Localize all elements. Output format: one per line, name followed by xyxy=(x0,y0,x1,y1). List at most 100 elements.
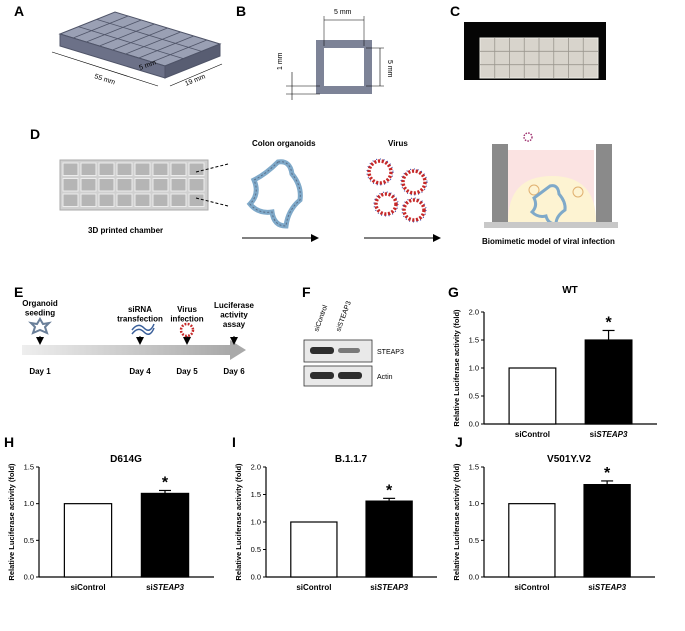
infection-model-schematic xyxy=(484,132,618,228)
virus-icon-small xyxy=(179,322,195,338)
y-axis-label: Relative Luciferase activity (fold) xyxy=(7,463,16,581)
dim-wall: 1 mm xyxy=(277,52,284,70)
chamber-well xyxy=(152,162,169,176)
y-axis-label: Relative Luciferase activity (fold) xyxy=(452,309,461,427)
organoids-label: Colon organoids xyxy=(252,139,316,148)
grid-line xyxy=(125,31,181,55)
x-tick-label: siSTEAP3 xyxy=(370,583,408,592)
y-tick-label: 0.0 xyxy=(24,573,34,582)
chamber-well xyxy=(80,162,97,176)
chamber-well xyxy=(152,193,169,207)
significance-marker: * xyxy=(386,482,393,499)
virus-particles xyxy=(366,158,428,223)
timeline-step-label: assay xyxy=(223,320,246,329)
timeline-step-label: Organoid xyxy=(22,299,58,308)
bar xyxy=(508,503,556,578)
chamber-well xyxy=(188,178,205,192)
grid-line xyxy=(72,15,129,39)
significance-marker: * xyxy=(604,465,611,482)
grid-line xyxy=(112,27,168,51)
timeline xyxy=(22,340,246,360)
y-tick-label: 0.0 xyxy=(251,573,261,582)
chamber-well xyxy=(98,162,115,176)
y-tick-label: 1.5 xyxy=(469,463,479,472)
chamber-well xyxy=(80,193,97,207)
y-tick-label: 2.0 xyxy=(251,463,261,472)
timeline-day-label: Day 5 xyxy=(176,367,198,376)
grid-line xyxy=(86,19,142,43)
western-blot xyxy=(303,339,373,387)
chamber-well xyxy=(116,178,133,192)
lane-label-sisteap3: siSTEAP3 xyxy=(335,300,353,332)
well-schematic: 5 mm 5 mm 1 mm xyxy=(277,9,393,100)
timeline-step-label: seeding xyxy=(25,309,55,318)
y-tick-label: 0.0 xyxy=(469,573,479,582)
timeline-day-label: Day 4 xyxy=(129,367,151,376)
panel-label-e: E xyxy=(14,284,23,300)
panel-label-c: C xyxy=(450,3,460,19)
y-tick-label: 1.0 xyxy=(469,364,479,373)
y-tick-label: 1.0 xyxy=(469,499,479,508)
chart-title: V501Y.V2 xyxy=(547,454,591,465)
dim-inner-width: 5 mm xyxy=(334,9,352,16)
panel-label-g: G xyxy=(448,284,459,300)
virus-particle xyxy=(373,191,399,217)
y-tick-label: 0.5 xyxy=(251,545,261,554)
y-tick-label: 1.5 xyxy=(24,463,34,472)
x-tick-label: siControl xyxy=(70,583,105,592)
bar xyxy=(584,339,633,425)
significance-marker: * xyxy=(162,474,169,491)
y-tick-label: 0.5 xyxy=(469,536,479,545)
model-caption: Biomimetic model of viral infection xyxy=(482,237,615,246)
chamber-well xyxy=(188,162,205,176)
dim-inner-height: 5 mm xyxy=(386,60,393,78)
panel-label-i: I xyxy=(232,434,236,450)
y-tick-label: 1.0 xyxy=(24,499,34,508)
timeline-day-label: Day 1 xyxy=(29,367,51,376)
x-tick-label: siControl xyxy=(515,430,550,439)
organoid-icon-small xyxy=(28,317,52,335)
dim-length: 55 mm xyxy=(93,73,116,86)
bar xyxy=(140,492,190,578)
chamber-well xyxy=(62,178,79,192)
chamber-well xyxy=(170,193,187,207)
band-label-steap3: STEAP3 xyxy=(377,349,404,356)
virus-particle xyxy=(400,168,428,196)
chamber-well xyxy=(134,162,151,176)
y-tick-label: 0.0 xyxy=(469,420,479,429)
virus-particle xyxy=(366,158,394,186)
chamber-well xyxy=(62,162,79,176)
timeline-step-label: activity xyxy=(220,311,248,320)
chamber-well xyxy=(80,178,97,192)
chart-title: B.1.1.7 xyxy=(335,454,368,465)
timeline-step-label: transfection xyxy=(117,315,163,324)
bar xyxy=(365,500,413,578)
chamber-well xyxy=(188,193,205,207)
chamber-well xyxy=(98,178,115,192)
chamber-well xyxy=(170,162,187,176)
chamber-well xyxy=(170,178,187,192)
y-tick-label: 0.5 xyxy=(24,536,34,545)
chamber-well xyxy=(62,193,79,207)
chamber-photo xyxy=(464,22,606,80)
timeline-step-label: siRNA xyxy=(128,305,152,314)
x-tick-label: siSTEAP3 xyxy=(590,430,628,439)
virus-particle xyxy=(401,197,427,223)
chamber-top-view xyxy=(59,159,229,211)
chart-title: WT xyxy=(562,285,578,296)
grid-line xyxy=(78,26,184,60)
organoid-icon xyxy=(246,159,303,229)
chamber-well xyxy=(116,193,133,207)
timeline-step-label: Virus xyxy=(177,305,197,314)
y-tick-label: 1.0 xyxy=(251,518,261,527)
y-axis-label: Relative Luciferase activity (fold) xyxy=(234,463,243,581)
y-axis-label: Relative Luciferase activity (fold) xyxy=(452,463,461,581)
timeline-day-label: Day 6 xyxy=(223,367,245,376)
chamber-well xyxy=(116,162,133,176)
panel-label-b: B xyxy=(236,3,246,19)
significance-marker: * xyxy=(605,314,612,331)
chamber-caption: 3D printed chamber xyxy=(88,226,163,235)
grid-line xyxy=(96,18,202,52)
